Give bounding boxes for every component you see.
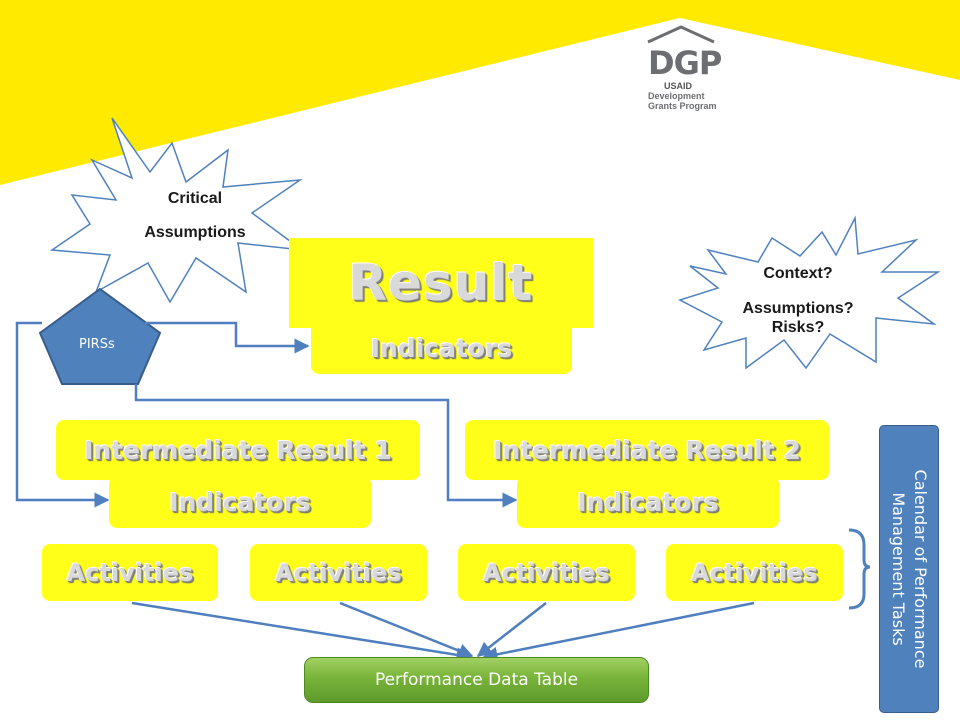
arrow-act1 [131,601,472,663]
activities-box-3: Activities [458,544,635,601]
ir2-indicators-box: Indicators [517,476,779,528]
ir2-indicators-label: Indicators [577,487,719,517]
arrow-pirs-to-ir2 [134,384,518,508]
result-indicators-label: Indicators [370,333,513,363]
context-label: Context? Assumptions? Risks? [742,265,854,336]
critical-assumptions-label: Critical Assumptions [144,190,246,241]
ir2-title: Intermediate Result 2 [493,435,801,465]
activities-label: Activities [275,558,402,587]
result-box: Result [289,238,593,328]
activities-label: Activities [66,558,194,587]
arrow-pirs-to-result [145,321,310,354]
ir1-indicators-label: Indicators [169,487,311,517]
arrow-act3 [476,602,547,657]
logo-usaid: USAID [664,81,693,91]
ir1-title: Intermediate Result 1 [84,435,392,465]
logo-brand: DGP [648,44,722,82]
activities-box-2: Activities [250,544,427,601]
activities-box-1: Activities [42,544,218,601]
critical-assumptions-burst [49,117,305,304]
logo-grants: Grants Program [648,101,717,111]
result-indicators-box: Indicators [311,322,572,374]
context-burst [678,215,941,370]
calendar-bracket [848,528,871,610]
activities-label: Activities [691,558,818,587]
performance-data-table-label: Performance Data Table [374,670,579,690]
calendar-label: Calendar of Performance Management Tasks [889,469,930,669]
pirs-pentagon [38,287,162,385]
performance-data-table: Performance Data Table [304,657,649,703]
arrow-pirs-to-ir1 [15,321,110,508]
ir1-indicators-box: Indicators [109,476,371,528]
ir1-box: Intermediate Result 1 [56,420,420,480]
calendar-box: Calendar of Performance Management Tasks [879,425,939,713]
arrow-act4 [482,601,755,662]
logo-development: Development [648,91,705,101]
activities-box-4: Activities [666,544,843,601]
ir2-box: Intermediate Result 2 [465,420,829,480]
activities-label: Activities [483,558,610,587]
header-banner [0,0,960,185]
pirs-label: PIRSs [79,337,115,352]
arrow-act2 [339,601,474,658]
result-title: Result [348,254,534,312]
logo-roof-icon [647,25,715,44]
